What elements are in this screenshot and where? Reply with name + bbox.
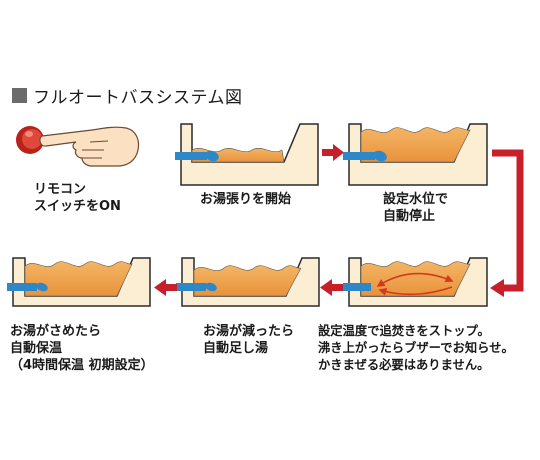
caption-auto-stop: 設定水位で 自動停止 [383,191,448,225]
caption-fill-start: お湯張りを開始 [200,191,291,208]
swirl-arrow-icon [376,272,454,296]
red-flow-arrow-icon [490,149,524,297]
tub-auto-stop [348,123,488,186]
caption-line: お湯が減ったら [203,324,295,339]
caption-line: スイッチをON [34,199,121,214]
inlet-pipe-icon [343,283,371,291]
caption-reheat: 設定温度で追焚きをストップ。 沸き上がったらブザーでお知らせ。 かきまぜる必要は… [318,323,514,374]
diagram-title: フルオートバスシステム図 [12,84,243,108]
caption-line: 自動足し湯 [203,341,269,356]
inlet-pipe-icon [7,282,48,292]
caption-line: 自動停止 [383,209,436,224]
caption-line: お湯がさめたら [10,324,102,339]
red-flow-arrow-icon [154,279,177,296]
red-flow-arrow-icon [322,144,344,161]
caption-keep-warm: お湯がさめたら 自動保温 （4時間保温 初期設定） [10,323,154,374]
caption-line: 自動保温 [10,341,63,356]
caption-line: （4時間保温 初期設定） [10,358,154,373]
caption-line: お湯張りを開始 [200,192,292,207]
inlet-pipe-icon [176,282,217,292]
caption-line: 沸き上がったらブザーでお知らせ。 [318,341,514,355]
caption-line: かきまぜる必要はありません。 [318,358,490,372]
diagram-title-text: フルオートバスシステム図 [33,87,243,108]
tub-reheat [348,257,488,307]
caption-auto-add: お湯が減ったら 自動足し湯 [203,323,294,357]
inlet-pipe-icon [175,150,219,162]
caption-line: 設定温度で追焚きをストップ。 [318,324,490,338]
tub-auto-add [181,257,320,307]
red-flow-arrow-icon [320,279,343,296]
hand-pressing-button-icon [16,126,140,167]
title-square-icon [12,87,27,103]
caption-line: リモコン [34,182,87,197]
caption-remote-switch: リモコン スイッチをON [34,181,121,215]
inlet-pipe-icon [343,150,387,162]
caption-line: 設定水位で [383,192,449,207]
tub-keep-warm [12,257,151,307]
